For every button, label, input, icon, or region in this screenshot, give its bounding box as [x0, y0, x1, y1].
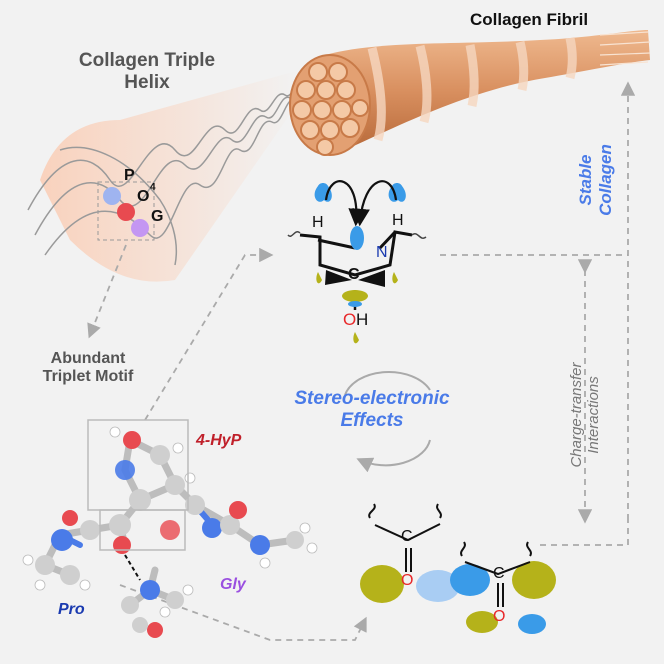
atom-h-right: H: [392, 212, 404, 229]
atom-c: C: [348, 266, 360, 283]
gly-label: Gly: [220, 576, 246, 593]
cycle-arrows: [344, 371, 431, 473]
helix-cone: [40, 70, 300, 282]
pyrrolidine-ring: [287, 230, 427, 310]
pro-label: Pro: [58, 601, 85, 618]
stereo-effects-label: Stereo-electronic Effects: [294, 388, 450, 431]
carbonyl-c-right: C: [493, 565, 505, 582]
helix-residues: [97, 181, 155, 241]
helix-letter-g: G: [151, 208, 164, 225]
abundant-motif-label: Abundant Triplet Motif: [42, 350, 134, 385]
flow-arrows: [87, 81, 636, 641]
helix-letter-o: O: [137, 188, 150, 205]
charge-transfer-label: Charge-transfer Interactions: [568, 362, 602, 468]
atom-h-hydroxyl: H: [356, 310, 369, 329]
helix-letter-p: P: [124, 167, 135, 184]
fibril-title: Collagen Fibril: [470, 10, 589, 29]
stable-collagen-label: Stable Collagen: [576, 144, 615, 216]
triple-helix-title: Collagen Triple Helix: [78, 50, 216, 93]
carbonyl-o-right: O: [493, 608, 506, 625]
carbonyl-c-left: C: [401, 528, 413, 545]
carbonyl-structures: [360, 503, 556, 634]
carbonyl-o-left: O: [401, 572, 414, 589]
glycine-sphere: [131, 219, 149, 237]
orbital-lobes-top: [314, 183, 406, 344]
motif-box: [97, 181, 155, 241]
helix-letter-o-sup: 4: [150, 182, 156, 193]
collagen-fibril: [289, 30, 651, 156]
curved-arrows: [324, 180, 398, 227]
hydroxyproline-sphere: [117, 203, 135, 221]
atom-n: N: [376, 244, 388, 261]
ball-and-stick-model: [22, 419, 318, 638]
proline-sphere: [103, 187, 121, 205]
hyp-label: 4-HyP: [196, 432, 242, 449]
atom-h-left: H: [312, 214, 324, 231]
atom-o-hydroxyl: O: [343, 310, 357, 329]
